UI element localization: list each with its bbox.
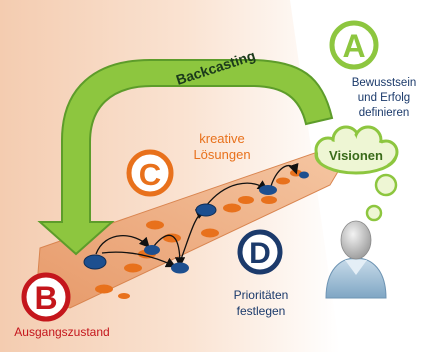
path-arrow xyxy=(101,251,177,268)
option-node xyxy=(223,203,241,213)
backcasting-arrow xyxy=(37,59,334,256)
thought-bubble-2 xyxy=(365,204,383,222)
path-arrow xyxy=(153,234,186,268)
option-node xyxy=(95,284,113,294)
path-arrow xyxy=(95,235,150,255)
step-d-line2: festlegen xyxy=(237,304,286,318)
selected-node xyxy=(83,254,107,270)
option-node xyxy=(261,196,277,204)
step-d-line1: Prioritäten xyxy=(234,288,289,302)
option-node xyxy=(146,220,164,230)
step-b-badge xyxy=(21,272,71,322)
step-c-line1: kreative xyxy=(199,131,245,146)
step-a-line1: Bewusstsein xyxy=(352,77,417,89)
step-b-letter: B xyxy=(34,280,57,316)
selected-nodes xyxy=(83,171,309,274)
step-c-line2: Lösungen xyxy=(193,147,250,162)
vision-label: Visionen xyxy=(329,148,383,163)
thought-bubble-1 xyxy=(374,173,398,197)
selected-node xyxy=(195,203,217,217)
step-c-letter: C xyxy=(139,157,161,192)
option-node xyxy=(276,177,290,185)
step-b-label: Ausgangszustand xyxy=(14,325,109,339)
path-arrows xyxy=(95,162,299,268)
person-icon xyxy=(325,220,387,299)
step-a-line2: und Erfolg xyxy=(358,92,410,104)
option-nodes xyxy=(95,169,302,299)
step-d-letter: D xyxy=(249,237,271,270)
option-node xyxy=(238,196,254,204)
option-node xyxy=(118,293,130,299)
step-c-badge xyxy=(126,149,174,197)
option-node xyxy=(124,263,142,273)
step-a-line3: definieren xyxy=(359,107,410,119)
option-node xyxy=(201,228,219,238)
step-d-badge xyxy=(237,229,283,275)
selected-node xyxy=(259,185,277,195)
step-a-letter: A xyxy=(342,28,365,64)
selected-node xyxy=(144,245,160,255)
step-a-badge xyxy=(329,20,379,70)
option-node xyxy=(163,233,181,243)
path-arrow xyxy=(205,180,269,207)
selected-node xyxy=(171,262,189,274)
path-arrow xyxy=(270,162,299,187)
vision-cloud xyxy=(314,125,399,175)
selected-node xyxy=(299,171,309,179)
